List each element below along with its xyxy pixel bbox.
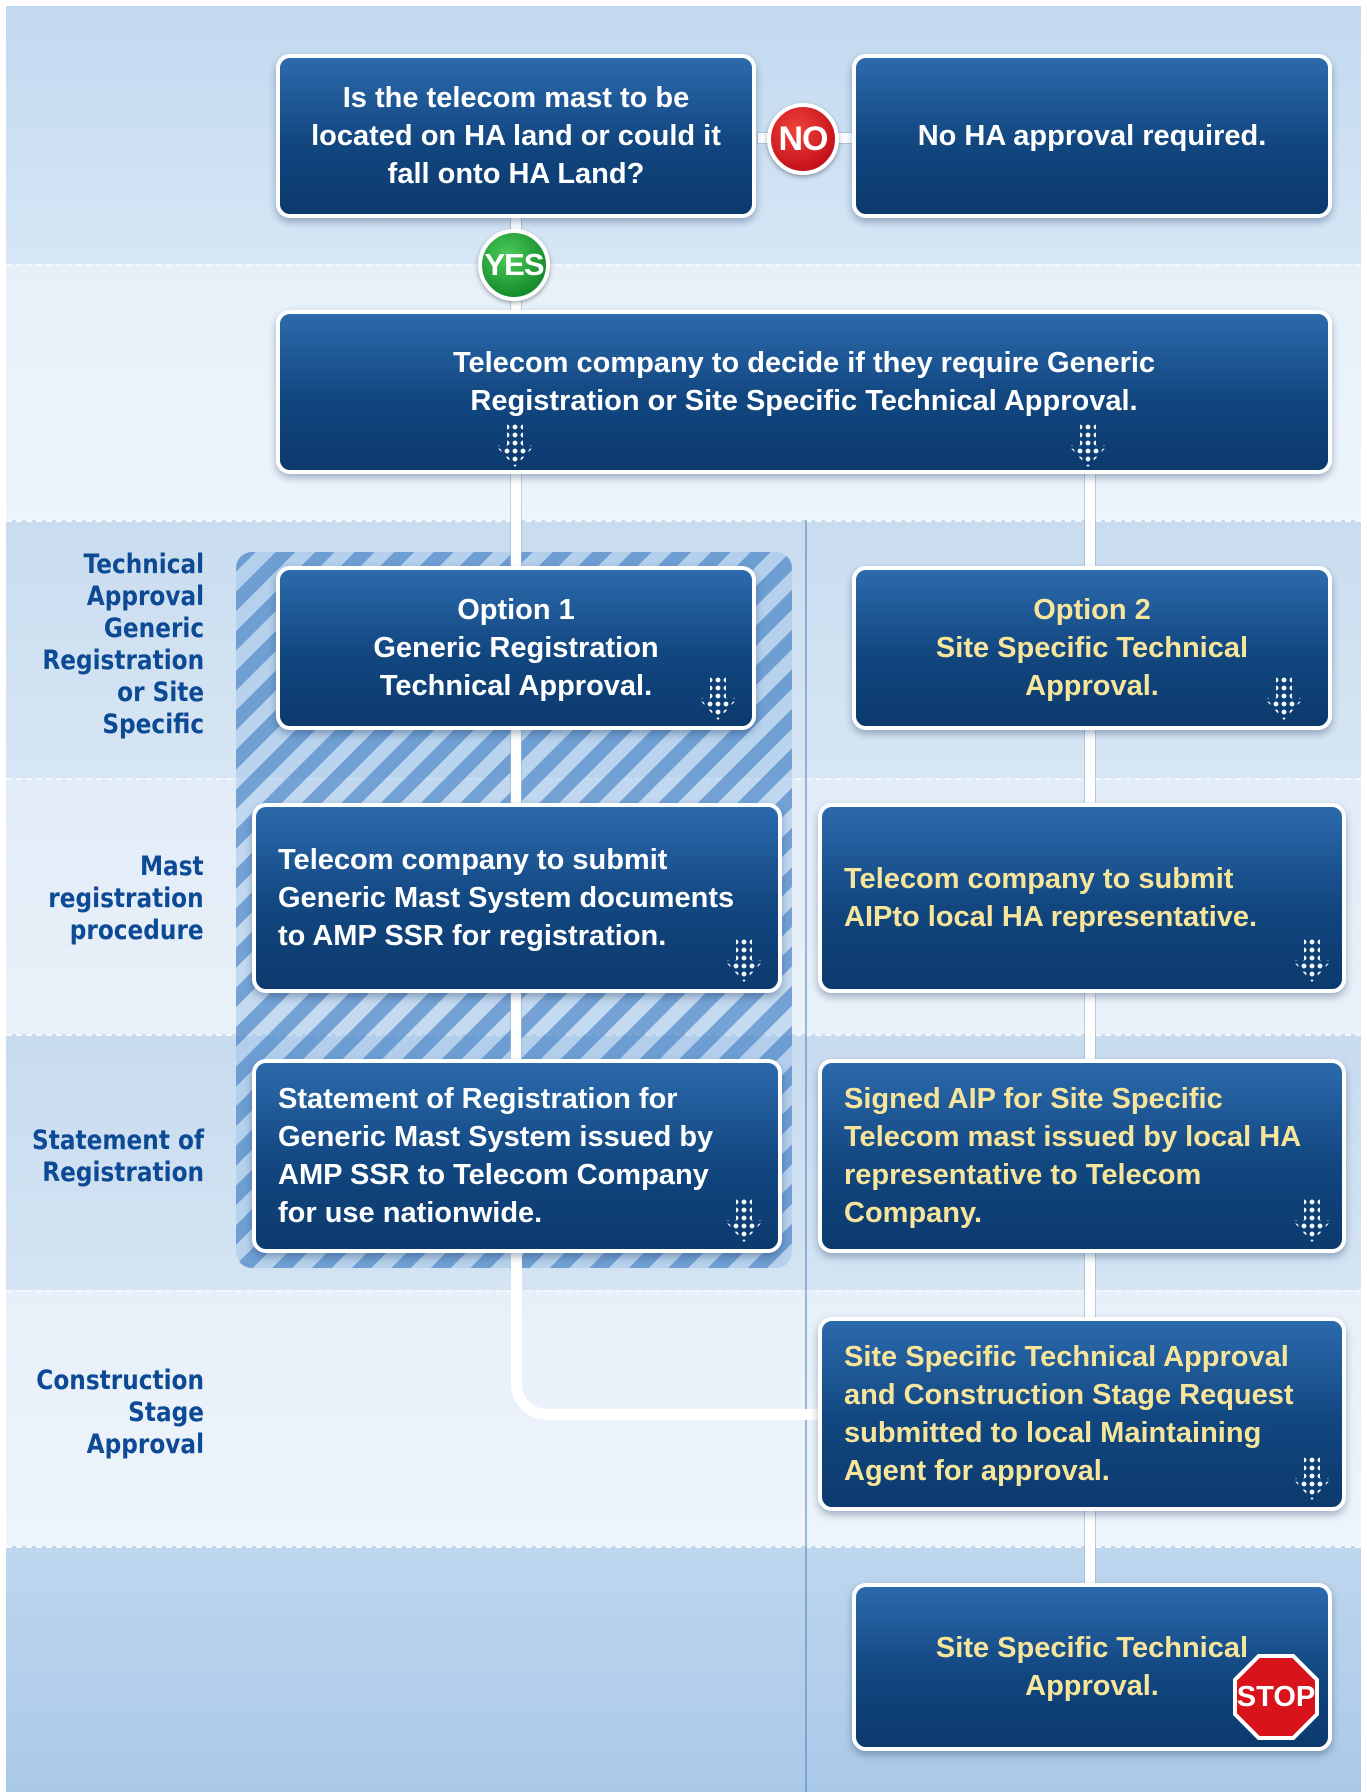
no-result-box: No HA approval required. <box>852 54 1332 218</box>
option2-construction-text: Site Specific Technical Approval and Con… <box>844 1341 1294 1487</box>
row-label-technical-approval: Technical Approval Generic Registration … <box>42 549 204 740</box>
connector-option2-signed <box>1085 990 1095 1060</box>
option2-subtitle: Site Specific Technical Approval. <box>935 632 1249 702</box>
connector-statement-construction <box>511 1250 821 1420</box>
option1-submit-text: Telecom company to submit Generic Mast S… <box>278 844 735 952</box>
option2-title: Option 2 <box>1033 594 1151 626</box>
connector-option1-submit <box>511 726 521 806</box>
row-label-mast-registration: Mast registration procedure <box>48 851 204 946</box>
option1-box: Option 1 Generic Registration Technical … <box>276 566 756 730</box>
row-label-construction: Construction Stage Approval <box>36 1365 204 1460</box>
decision-question: Is the telecom mast to be located on HA … <box>311 82 721 190</box>
row-divider <box>6 264 1361 266</box>
option2-box: Option 2 Site Specific Technical Approva… <box>852 566 1332 730</box>
row-divider <box>6 1546 1361 1548</box>
no-result-text: No HA approval required. <box>917 120 1267 152</box>
option1-statement-text: Statement of Registration for Generic Ma… <box>278 1083 714 1229</box>
decision-question-box: Is the telecom mast to be located on HA … <box>276 54 756 218</box>
connector-option1-statement <box>511 990 521 1060</box>
connector-option2-submit <box>1085 726 1095 806</box>
column-divider <box>805 520 807 1792</box>
row-label-statement: Statement of Registration <box>31 1125 205 1188</box>
connector-decide-option2 <box>1085 470 1095 570</box>
row-divider <box>6 1290 1361 1292</box>
option1-subtitle: Generic Registration Technical Approval. <box>373 632 659 702</box>
decide-text: Telecom company to decide if they requir… <box>452 347 1156 417</box>
stop-sign-icon: STOP <box>1237 1658 1315 1736</box>
option2-submit-text: Telecom company to submit AIPto local HA… <box>844 863 1258 933</box>
yes-badge: YES <box>478 229 550 301</box>
option1-submit-box: Telecom company to submit Generic Mast S… <box>252 803 782 993</box>
final-approval-text: Site Specific Technical Approval. <box>935 1632 1249 1702</box>
option2-submit-box: Telecom company to submit AIPto local HA… <box>818 803 1346 993</box>
option2-signed-text: Signed AIP for Site Specific Telecom mas… <box>844 1083 1301 1229</box>
row-divider <box>6 520 1361 522</box>
option1-title: Option 1 <box>457 594 575 626</box>
no-badge: NO <box>767 103 839 175</box>
option1-statement-box: Statement of Registration for Generic Ma… <box>252 1059 782 1253</box>
option2-construction-box: Site Specific Technical Approval and Con… <box>818 1317 1346 1511</box>
option2-signed-box: Signed AIP for Site Specific Telecom mas… <box>818 1059 1346 1253</box>
connector-decide-option1 <box>511 470 521 570</box>
decide-box: Telecom company to decide if they requir… <box>276 310 1332 474</box>
connector-signed-construction <box>1085 1250 1095 1320</box>
connector-construction-final <box>1085 1505 1095 1585</box>
